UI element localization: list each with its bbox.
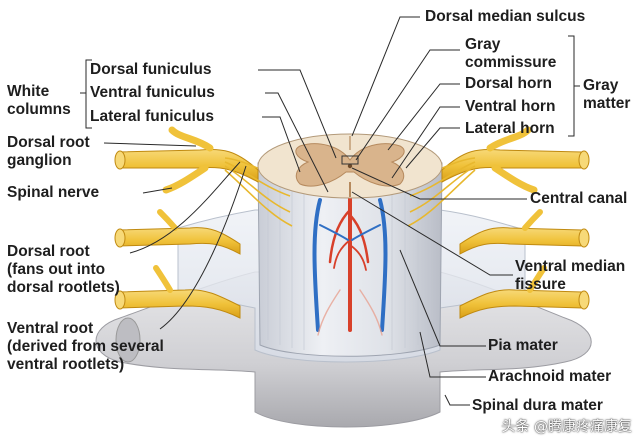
label-dorsal-funiculus: Dorsal funiculus	[90, 61, 212, 78]
label-ventral-funiculus: Ventral funiculus	[90, 84, 215, 101]
label-ventral-horn: Ventral horn	[465, 98, 556, 115]
cord-cross-section	[257, 133, 443, 199]
label-spinal-dura-mater: Spinal dura mater	[472, 397, 603, 414]
label-dorsal-horn: Dorsal horn	[465, 75, 552, 92]
watermark: 头条 @腾康疼痛康复	[501, 419, 632, 435]
label-spinal-nerve: Spinal nerve	[7, 184, 100, 201]
label-pia-mater: Pia mater	[488, 337, 558, 354]
label-lateral-horn: Lateral horn	[465, 120, 555, 137]
label-arachnoid-mater: Arachnoid mater	[488, 368, 612, 385]
label-lateral-funiculus: Lateral funiculus	[90, 108, 215, 125]
leader-lines	[80, 16, 580, 406]
label-central-canal: Central canal	[530, 190, 628, 207]
spinal-nerves	[114, 126, 590, 319]
label-dorsal-median-sulcus: Dorsal median sulcus	[425, 8, 586, 25]
